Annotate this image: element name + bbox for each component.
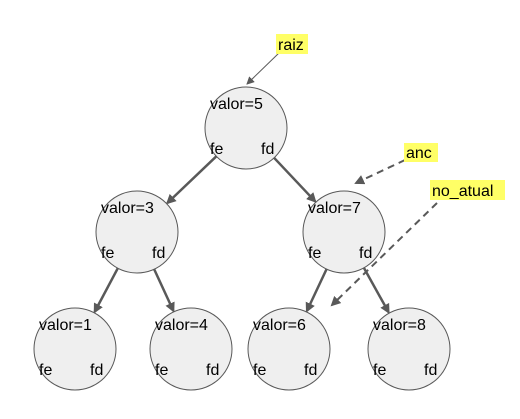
tree-node: valor=7 fe fd: [302, 190, 386, 274]
label-highlight: [276, 34, 308, 54]
edge-n3-to-n4: [151, 265, 175, 313]
pointer-label-raiz: raiz: [276, 34, 308, 54]
pointer-label-text: anc: [406, 145, 432, 162]
tree-node: valor=4 fe fd: [149, 307, 233, 391]
node-left-field-label: fe: [210, 141, 223, 158]
node-right-field-label: fd: [304, 362, 317, 379]
edge-n3-to-n1: [93, 264, 121, 314]
tree-node: valor=8 fe fd: [367, 307, 451, 391]
pointer-arrow-anc: [354, 159, 406, 185]
node-circle: [367, 307, 451, 391]
tree-node: valor=5 fe fd: [204, 86, 288, 170]
node-value-label: valor=4: [155, 317, 208, 334]
node-value-label: valor=6: [253, 317, 306, 334]
node-right-field-label: fd: [261, 141, 274, 158]
node-left-field-label: fe: [373, 362, 386, 379]
pointer-label-anc: anc: [404, 143, 438, 162]
node-left-field-label: fe: [155, 362, 168, 379]
node-left-field-label: fe: [253, 362, 266, 379]
labels-layer: raiz anc no_atual: [276, 34, 505, 200]
label-highlight: [404, 143, 438, 162]
node-right-field-label: fd: [152, 245, 165, 262]
node-right-field-label: fd: [424, 362, 437, 379]
node-value-label: valor=8: [373, 317, 426, 334]
tree-node: valor=6 fe fd: [247, 307, 331, 391]
node-circle: [33, 307, 117, 391]
node-value-label: valor=7: [308, 200, 361, 217]
tree-node: valor=1 fe fd: [33, 307, 117, 391]
node-circle: [204, 86, 288, 170]
node-circle: [247, 307, 331, 391]
pointers-layer: [246, 51, 438, 307]
pointer-arrow-raiz: [246, 51, 281, 85]
tree-node: valor=3 fe fd: [95, 190, 179, 274]
label-highlight: [430, 180, 505, 200]
pointer-label-no_atual: no_atual: [430, 180, 505, 200]
node-left-field-label: fe: [308, 245, 321, 262]
node-value-label: valor=3: [101, 200, 154, 217]
node-right-field-label: fd: [206, 362, 219, 379]
pointer-arrow-no_atual: [330, 202, 438, 307]
pointer-label-text: no_atual: [432, 183, 493, 200]
node-circle: [149, 307, 233, 391]
node-left-field-label: fe: [39, 362, 52, 379]
edge-n7-to-n6: [305, 264, 330, 313]
node-value-label: valor=5: [210, 96, 263, 113]
node-circle: [95, 190, 179, 274]
edge-n5-to-n7: [270, 154, 317, 203]
node-value-label: valor=1: [39, 317, 92, 334]
edge-n5-to-n3: [165, 152, 221, 205]
node-circle: [302, 190, 386, 274]
node-right-field-label: fd: [90, 362, 103, 379]
node-left-field-label: fe: [101, 245, 114, 262]
pointer-label-text: raiz: [278, 37, 304, 54]
node-right-field-label: fd: [359, 245, 372, 262]
